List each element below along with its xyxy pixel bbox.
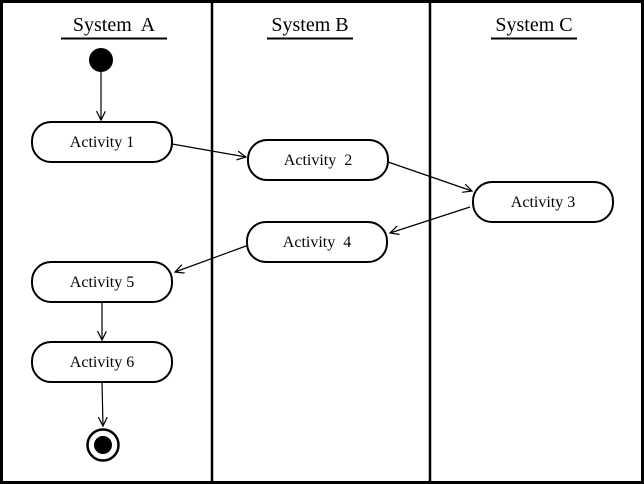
- final-node: [86, 428, 120, 462]
- lane-title-system-a: System A: [73, 14, 156, 36]
- activity-node-1: Activity 1: [31, 121, 173, 163]
- activity-5-shape: [31, 261, 173, 303]
- activity-3-label: Activity 3: [511, 194, 575, 211]
- activity-5-label: Activity 5: [70, 274, 134, 291]
- final-node-inner-dot: [94, 436, 112, 454]
- edge-activity6-to-end: [102, 381, 103, 426]
- activity-node-6: Activity 6: [31, 341, 173, 383]
- activity-4-shape: [246, 221, 388, 263]
- activity-node-2: Activity 2: [247, 139, 389, 181]
- lane-title-system-c: System C: [495, 14, 572, 36]
- lane-title-system-b: System B: [271, 14, 348, 36]
- activity-node-3: Activity 3: [472, 181, 614, 223]
- edge-activity4-to-activity5: [175, 245, 247, 272]
- edge-activity3-to-activity4: [390, 206, 471, 233]
- activity-6-shape: [31, 341, 173, 383]
- activity-3-shape: [472, 181, 614, 223]
- activity-4-label: Activity 4: [283, 234, 351, 251]
- activity-node-5: Activity 5: [31, 261, 173, 303]
- activity-2-label: Activity 2: [284, 152, 352, 169]
- activity-node-4: Activity 4: [246, 221, 388, 263]
- edge-activity1-to-activity2: [171, 143, 246, 157]
- edge-activity2-to-activity3: [387, 161, 472, 191]
- initial-node: [89, 48, 113, 72]
- activity-1-label: Activity 1: [70, 134, 134, 151]
- activity-6-label: Activity 6: [70, 354, 134, 371]
- activity-1-shape: [31, 121, 173, 163]
- activity-2-shape: [247, 139, 389, 181]
